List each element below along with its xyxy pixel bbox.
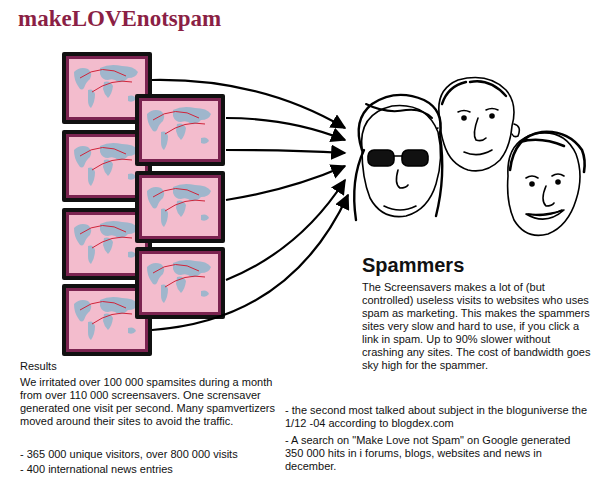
result-bullet: - 400 international news entries bbox=[20, 463, 288, 476]
screensaver-screens bbox=[62, 52, 225, 356]
results-text: We irritated over 100 000 spamsites duri… bbox=[20, 376, 288, 428]
node-body: The Screensavers makes a lot of (but con… bbox=[362, 281, 592, 372]
visit-arrows bbox=[152, 80, 348, 330]
spammer-caricatures bbox=[354, 78, 584, 236]
node-heading: Spammers bbox=[362, 254, 592, 277]
result-bullet: - 365 000 unique visitors, over 800 000 … bbox=[20, 448, 288, 461]
result-bullet: - the second most talked about subject i… bbox=[285, 404, 590, 430]
result-bullet: - A search on "Make Love not Spam" on Go… bbox=[285, 434, 590, 473]
page-title: makeLOVEnotspam bbox=[18, 6, 221, 32]
section-heading: Results bbox=[20, 360, 290, 373]
text-node: SpammersThe Screensavers makes a lot of … bbox=[362, 254, 592, 374]
